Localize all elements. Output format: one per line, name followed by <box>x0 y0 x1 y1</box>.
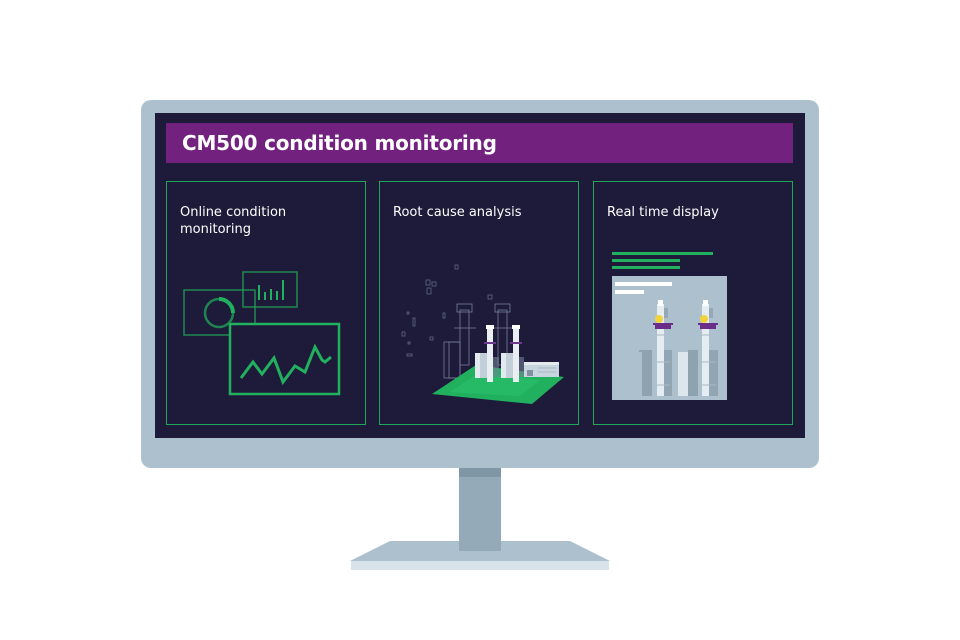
monitor-stand-base <box>350 541 610 561</box>
card-title: Online condition monitoring <box>180 205 287 237</box>
live-plant-display-icon <box>612 252 727 400</box>
card-online-condition-monitoring[interactable]: Online condition monitoring <box>166 181 366 425</box>
monitor-screen: CM500 condition monitoring Online condit… <box>155 113 805 438</box>
card-title: Real time display <box>607 205 719 220</box>
card-title: Root cause analysis <box>393 205 522 220</box>
monitor-stand-base-front <box>351 561 609 570</box>
neck-shadow <box>459 468 501 477</box>
power-plant-icon <box>401 264 564 404</box>
monitor-frame: CM500 condition monitoring Online condit… <box>141 100 819 468</box>
dashboard-charts-icon <box>183 271 341 396</box>
page-title: CM500 condition monitoring <box>182 131 497 155</box>
title-bar: CM500 condition monitoring <box>166 123 793 163</box>
card-real-time-display[interactable]: Real time display <box>593 181 793 425</box>
monitor-stand-neck <box>459 468 501 551</box>
card-root-cause-analysis[interactable]: Root cause analysis <box>379 181 579 425</box>
